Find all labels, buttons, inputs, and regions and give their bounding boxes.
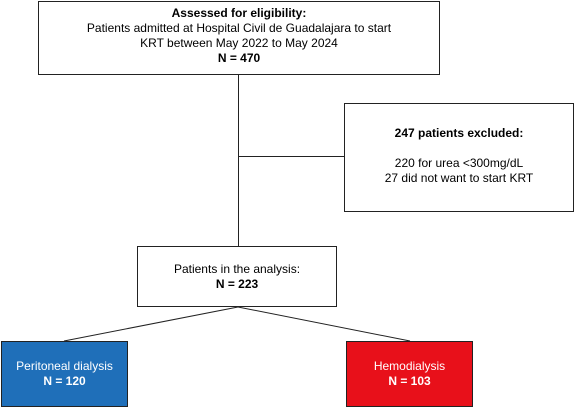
analysis-box: Patients in the analysis: N = 223 <box>137 246 337 307</box>
excluded-box: 247 patients excluded: 220 for urea <300… <box>344 103 574 212</box>
connector-to-excluded <box>238 156 344 157</box>
eligibility-box: Assessed for eligibility: Patients admit… <box>38 1 440 75</box>
peritoneal-dialysis-label: Peritoneal dialysis <box>16 359 113 373</box>
eligibility-description-line1: Patients admitted at Hospital Civil de G… <box>86 21 392 35</box>
peritoneal-dialysis-count: N = 120 <box>43 374 86 388</box>
connector-analysis-to-hemodialysis <box>237 306 411 342</box>
hemodialysis-count: N = 103 <box>388 374 431 388</box>
connector-analysis-to-peritoneal <box>63 306 239 342</box>
peritoneal-dialysis-box: Peritoneal dialysis N = 120 <box>1 341 128 407</box>
analysis-count: N = 223 <box>215 277 259 291</box>
eligibility-count: N = 470 <box>217 51 261 65</box>
hemodialysis-box: Hemodialysis N = 103 <box>346 341 473 407</box>
excluded-reason-declined: 27 did not want to start KRT <box>384 171 534 185</box>
connector-eligibility-to-analysis <box>238 75 239 246</box>
eligibility-description-line2: KRT between May 2022 to May 2024 <box>140 36 338 50</box>
analysis-label: Patients in the analysis: <box>173 262 301 276</box>
eligibility-title: Assessed for eligibility: <box>171 6 307 20</box>
hemodialysis-label: Hemodialysis <box>373 359 446 373</box>
excluded-title: 247 patients excluded: <box>394 126 524 140</box>
excluded-reason-urea: 220 for urea <300mg/dL <box>394 156 524 170</box>
